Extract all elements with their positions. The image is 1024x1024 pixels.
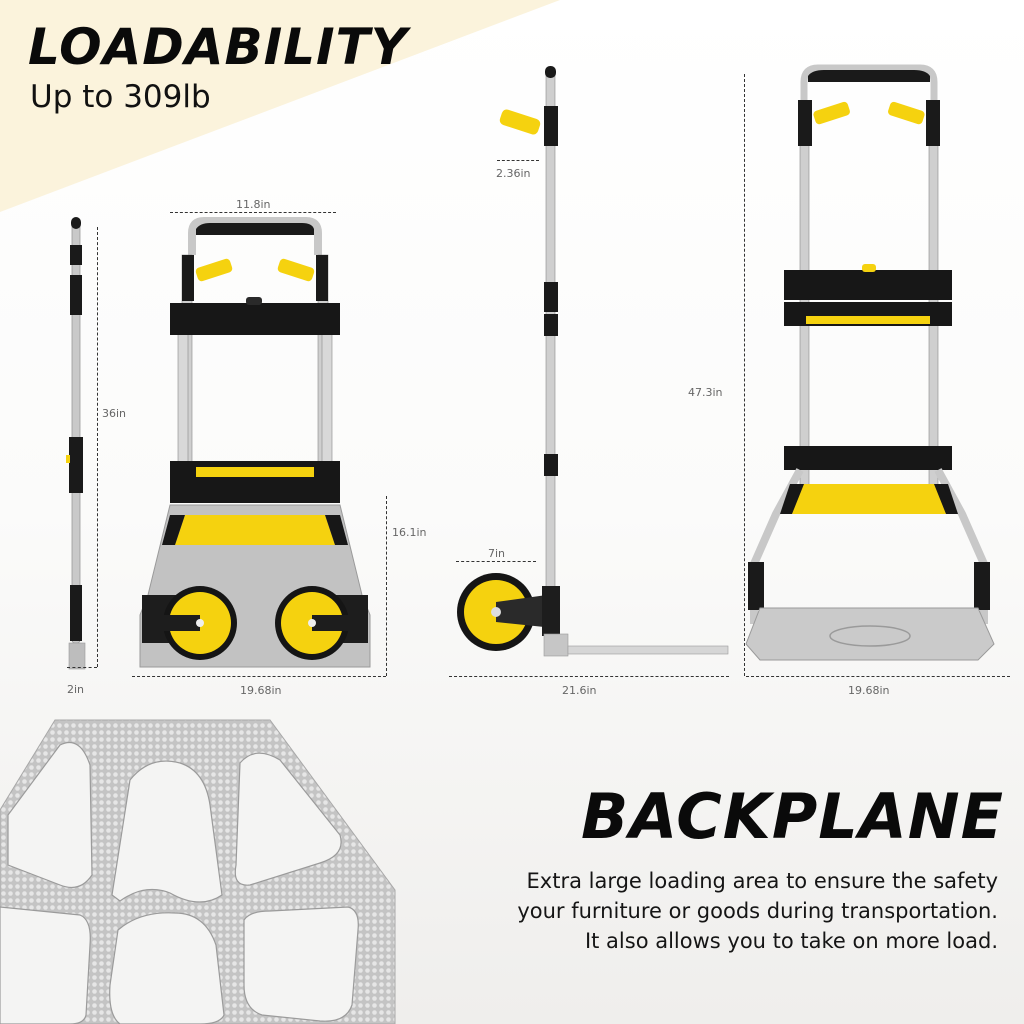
load-capacity-subtitle: Up to 309lb <box>30 79 211 115</box>
handle-offset-label: 2.36in <box>496 167 531 180</box>
feature-description-line: Extra large loading area to ensure the s… <box>526 869 998 893</box>
folded-depth-dimension-line <box>67 667 97 668</box>
feature-description-line: It also allows you to take on more load. <box>584 929 998 953</box>
feature-title: BACKPLANE <box>580 780 1004 853</box>
unfolded-height-label: 47.3in <box>688 386 723 399</box>
folded-height-dimension-line <box>97 227 98 667</box>
folded-height-label: 36in <box>102 407 127 420</box>
base-height-label: 16.1in <box>392 526 427 539</box>
unfolded-depth-dimension-line <box>449 676 729 677</box>
folded-width-label: 19.68in <box>240 684 282 697</box>
handle-width-dimension-line <box>170 212 336 213</box>
folded-depth-label: 2in <box>67 683 85 696</box>
unfolded-width-label: 19.68in <box>848 684 890 697</box>
base-height-dimension-line <box>386 496 387 676</box>
handle-offset-dimension-line <box>497 160 539 161</box>
feature-description-line: your furniture or goods during transport… <box>517 899 998 923</box>
wheel-diameter-dimension-line <box>456 561 536 562</box>
unfolded-depth-label: 21.6in <box>562 684 597 697</box>
unfolded-side-view-illustration <box>457 66 729 657</box>
unfolded-front-view-illustration <box>745 64 995 661</box>
feature-description: Extra large loading area to ensure the s… <box>378 866 998 956</box>
backplane-closeup-illustration <box>0 719 396 1024</box>
wheel-diameter-label: 7in <box>488 547 506 560</box>
folded-front-view-illustration <box>139 217 371 668</box>
folded-side-view-illustration <box>66 217 86 670</box>
unfolded-height-dimension-line <box>744 74 745 676</box>
folded-width-dimension-line <box>132 676 386 677</box>
page-title: LOADABILITY <box>28 18 408 76</box>
unfolded-width-dimension-line <box>746 676 1010 677</box>
handle-width-label: 11.8in <box>236 198 271 211</box>
